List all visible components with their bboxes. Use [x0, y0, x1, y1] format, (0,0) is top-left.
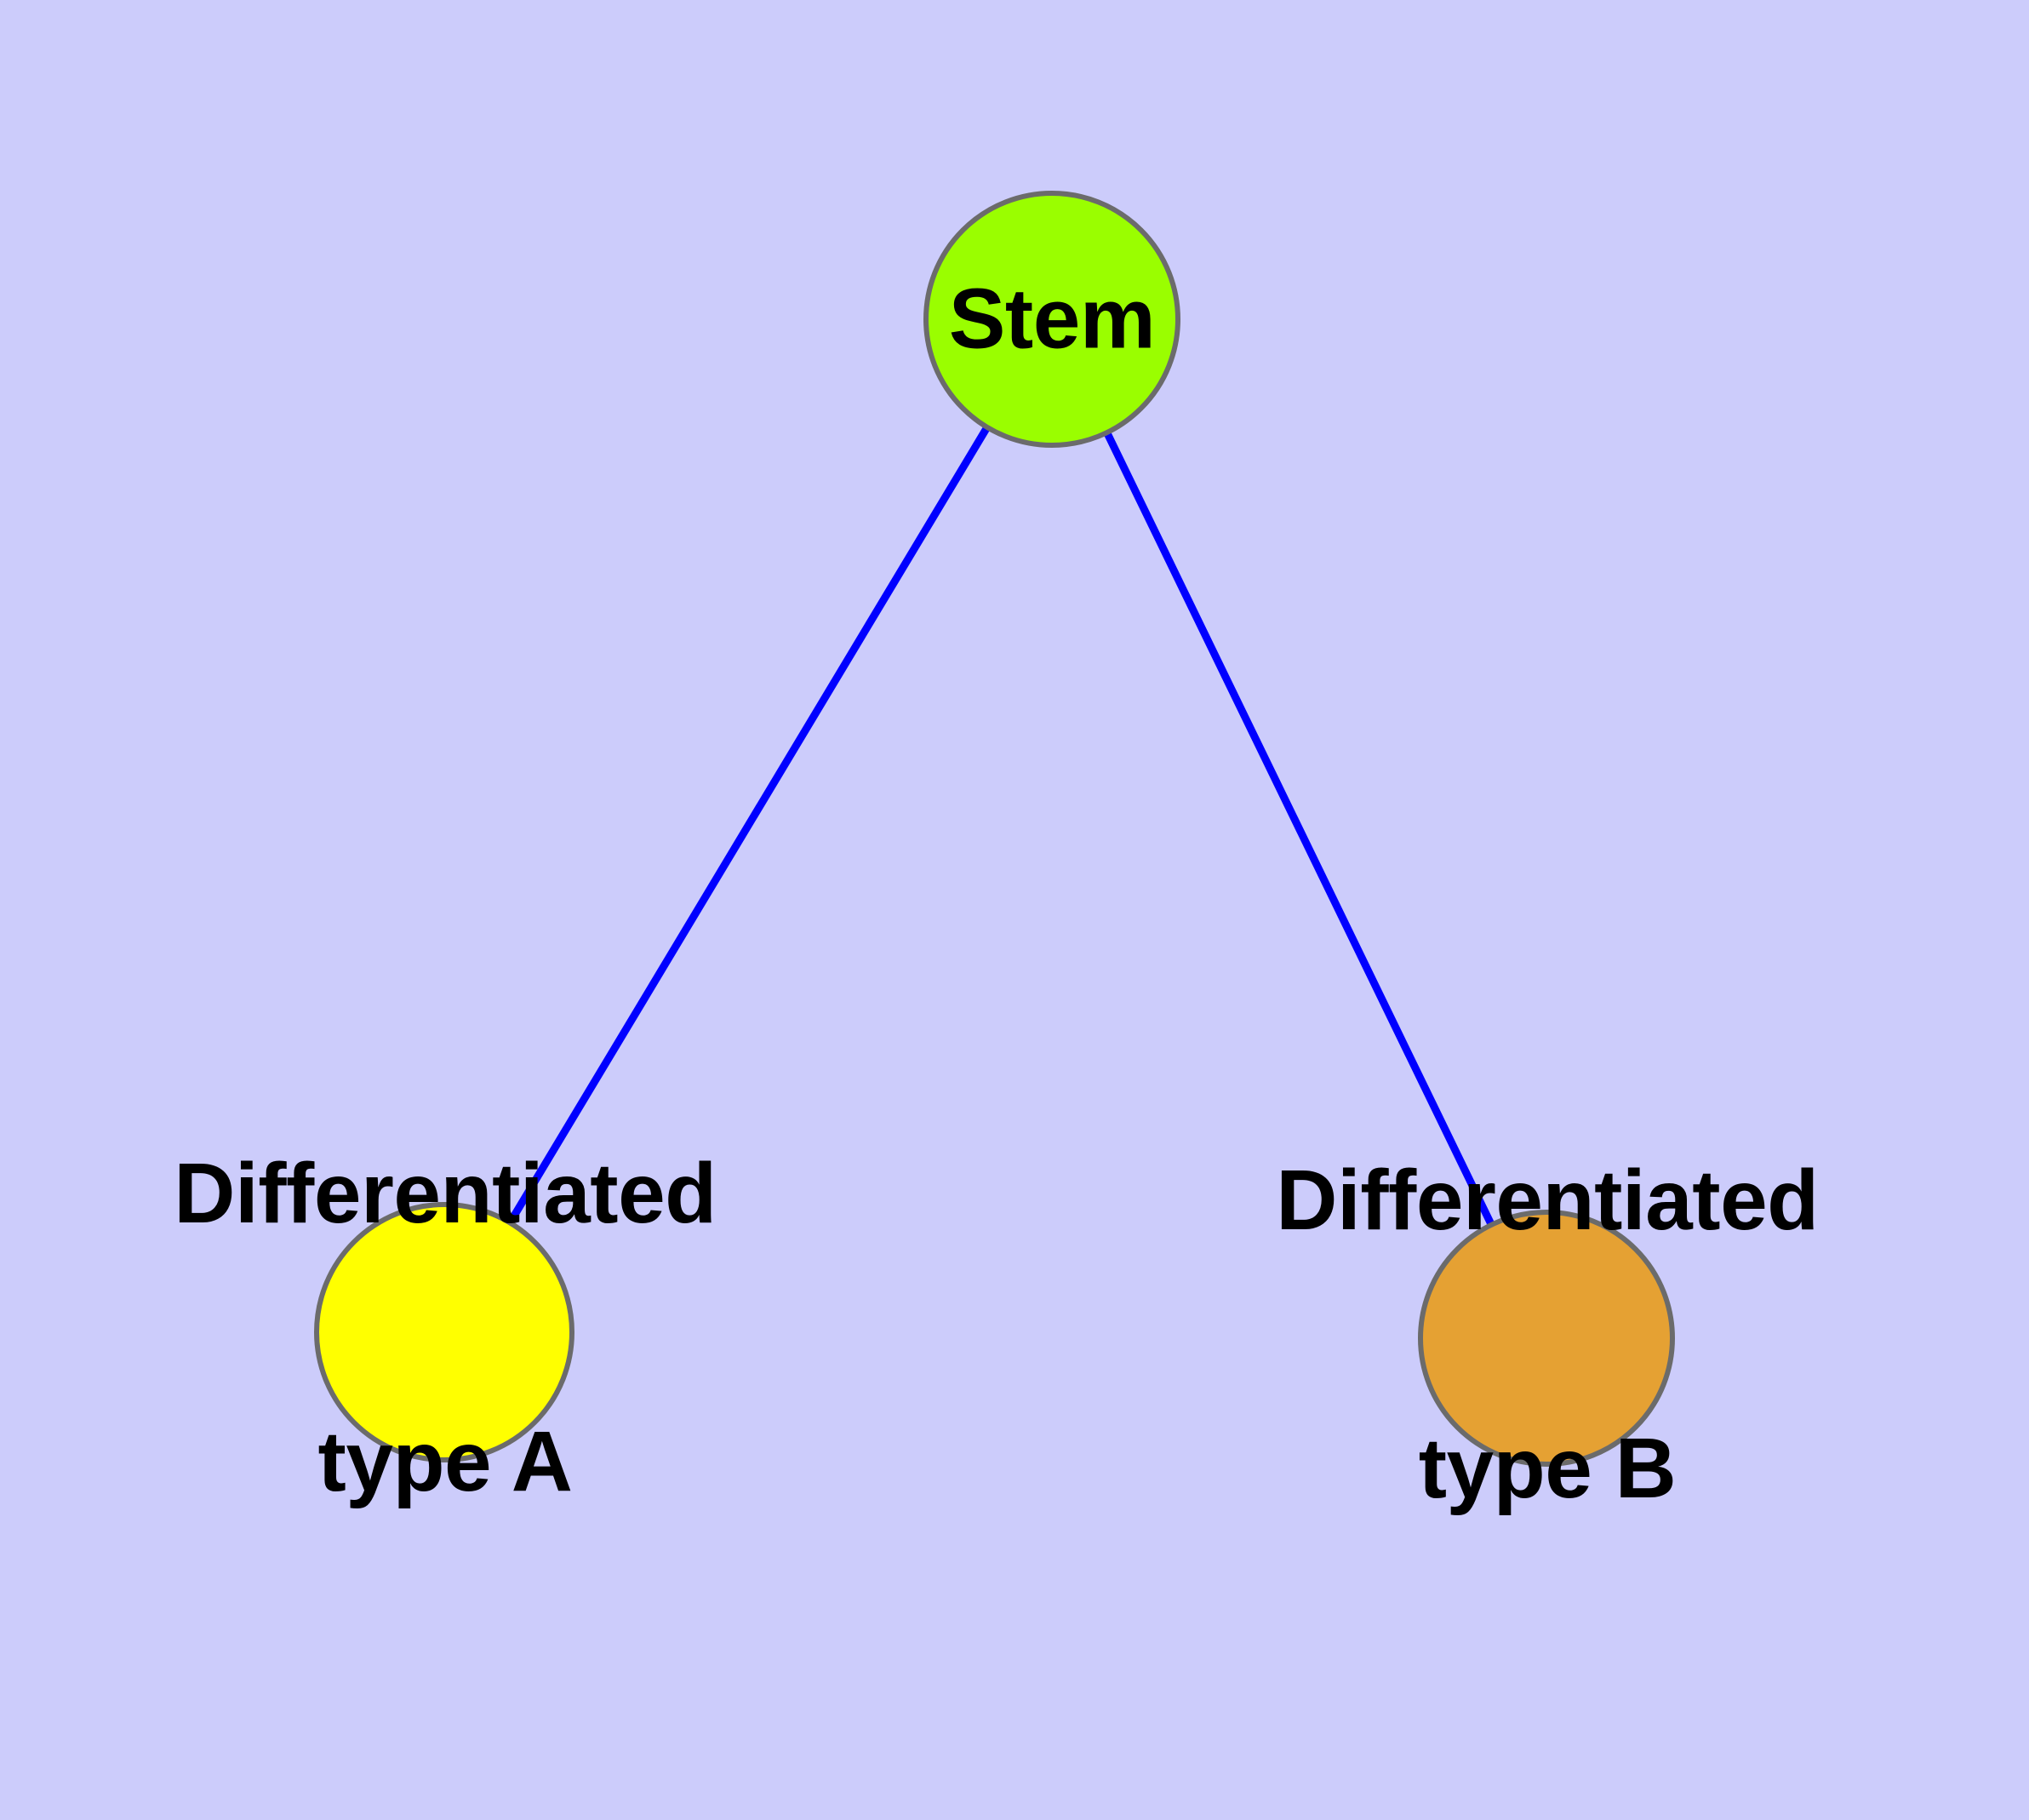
edge-layer [502, 418, 1499, 1233]
edge-stem-to-differentiated-type-b[interactable] [1100, 424, 1499, 1233]
edge-stem-to-differentiated-type-a[interactable] [502, 418, 995, 1232]
node-layer [314, 191, 1675, 1467]
node-differentiated-type-b[interactable] [1418, 1210, 1675, 1467]
node-differentiated-type-a[interactable] [314, 1202, 574, 1462]
node-stem[interactable] [923, 191, 1180, 448]
